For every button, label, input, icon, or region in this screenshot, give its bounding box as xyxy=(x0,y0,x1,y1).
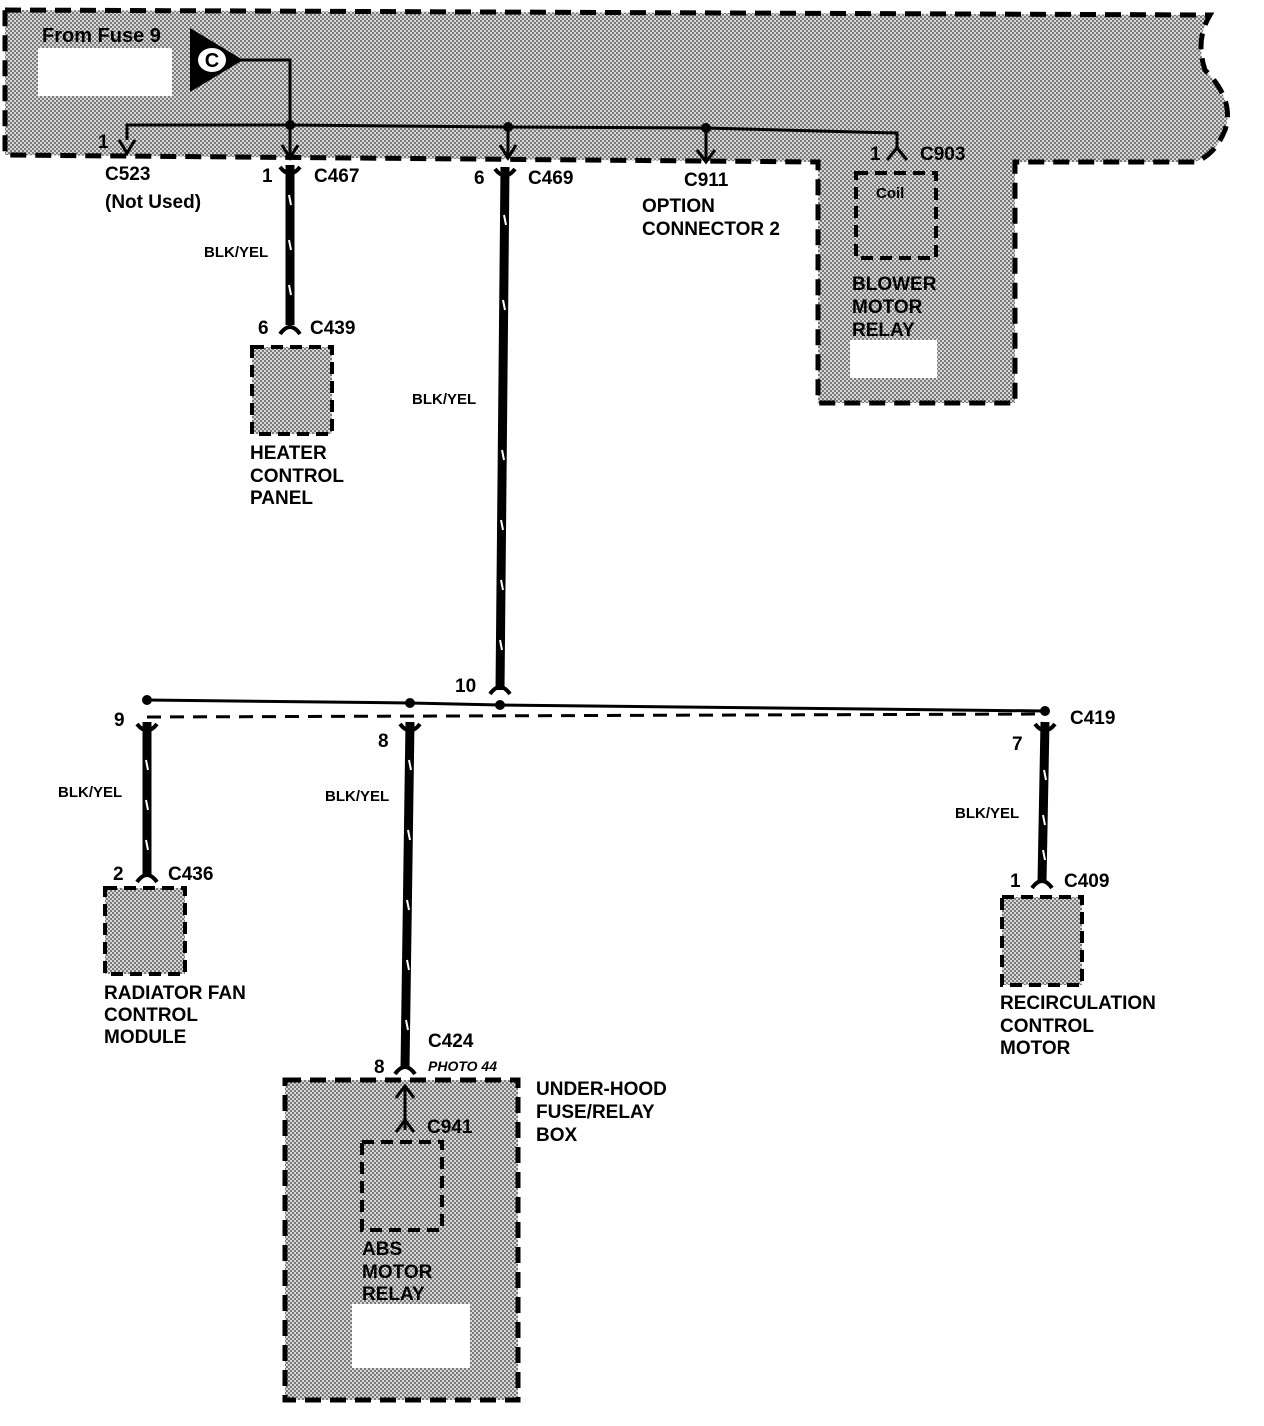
recirc-line3: MOTOR xyxy=(1000,1038,1071,1059)
fuse-source-label: From Fuse 9 xyxy=(42,25,161,47)
c523-id: C523 xyxy=(105,164,150,185)
trunk-top-term xyxy=(493,167,517,178)
heater-line3: PANEL xyxy=(250,488,313,509)
abs-conn-id: C941 xyxy=(427,1117,473,1138)
splice-pin-mid: 8 xyxy=(378,731,389,752)
splice-dots xyxy=(142,695,1050,716)
wire-heater-stripes xyxy=(288,194,292,296)
recirc-line2: CONTROL xyxy=(1000,1016,1094,1037)
recirc-line1: RECIRCULATION xyxy=(1000,993,1156,1014)
heater-pin: 6 xyxy=(258,318,269,339)
coil-label: Coil xyxy=(876,185,904,202)
recirc-conn-id: C409 xyxy=(1064,871,1109,892)
blower-relay-line3: RELAY xyxy=(852,320,915,341)
relay-label-blank xyxy=(850,340,937,378)
radiator-top-term xyxy=(135,722,159,733)
heater-wire-color: BLK/YEL xyxy=(204,244,268,261)
c469-pin: 6 xyxy=(474,168,485,189)
recirc-wire-color: BLK/YEL xyxy=(955,805,1019,822)
abs-line3: RELAY xyxy=(362,1284,425,1305)
splice-bus-dashed xyxy=(146,712,1046,719)
c911-line1: OPTION xyxy=(642,196,715,217)
radiator-bot-term xyxy=(135,873,159,884)
wire-underhood xyxy=(400,721,415,1069)
recirc-pin: 1 xyxy=(1010,871,1021,892)
abs-motor-relay-box xyxy=(360,1140,444,1232)
c911-line2: CONNECTOR 2 xyxy=(642,219,780,240)
trunk-wire-color: BLK/YEL xyxy=(412,391,476,408)
blower-relay-line1: BLOWER xyxy=(852,274,937,295)
radiator-pin: 2 xyxy=(113,864,124,885)
radiator-line1: RADIATOR FAN xyxy=(104,983,246,1004)
underhood-wire-color: BLK/YEL xyxy=(325,788,389,805)
c469-id: C469 xyxy=(528,168,573,189)
top-fuse-box xyxy=(2,7,1230,406)
recirc-top-term xyxy=(1033,722,1057,733)
wire-main-stripes xyxy=(499,214,507,651)
radiator-conn-id: C436 xyxy=(168,864,213,885)
underhood-pin: 8 xyxy=(374,1057,385,1078)
heater-top-term xyxy=(278,165,302,176)
coil-box xyxy=(854,171,938,260)
heater-line1: HEATER xyxy=(250,443,327,464)
splice-pin-left: 9 xyxy=(114,710,125,731)
recirc-bot-term xyxy=(1030,879,1054,890)
abs-line1: ABS xyxy=(362,1239,402,1260)
abs-line2: MOTOR xyxy=(362,1262,433,1283)
blower-relay-line2: MOTOR xyxy=(852,297,923,318)
underhood-line1: UNDER-HOOD xyxy=(536,1079,667,1100)
radiator-wire-color: BLK/YEL xyxy=(58,784,122,801)
abs-feed-arrow-bot xyxy=(394,1117,416,1133)
underhood-conn-id: C424 xyxy=(428,1031,474,1052)
c523-note: (Not Used) xyxy=(105,192,201,213)
splice-pin-in: 10 xyxy=(455,676,476,697)
abs-feed-arrow-top xyxy=(394,1083,416,1099)
heater-conn-id: C439 xyxy=(310,318,355,339)
heater-bot-term xyxy=(278,325,302,336)
source-connector-letter-bg xyxy=(198,48,226,72)
radiator-line3: MODULE xyxy=(104,1027,186,1048)
c903-pin: 1 xyxy=(870,144,881,165)
radiator-fan-module-box xyxy=(103,886,187,976)
radiator-line2: CONTROL xyxy=(104,1005,198,1026)
wire-recirc xyxy=(1037,721,1050,883)
heater-control-panel-box xyxy=(250,345,334,436)
heater-line2: CONTROL xyxy=(250,466,344,487)
wire-recirc-stripes xyxy=(1042,769,1047,861)
wire-radiator-stripes xyxy=(145,759,149,851)
splice-conn-id: C419 xyxy=(1070,708,1115,729)
trunk-bot-term xyxy=(488,685,512,696)
bus-splice-dots xyxy=(285,120,711,133)
wire-main-trunk xyxy=(495,166,510,691)
source-connector-letter: C xyxy=(205,50,219,72)
underhood-bot-term xyxy=(393,1065,417,1076)
c911-id: C911 xyxy=(684,170,729,191)
c467-id: C467 xyxy=(314,166,359,187)
c523-pin: 1 xyxy=(98,132,109,153)
underhood-line3: BOX xyxy=(536,1125,578,1146)
fuse-label-blank xyxy=(38,48,172,96)
underhood-top-term xyxy=(398,722,422,733)
wire-underhood-stripes xyxy=(405,759,412,1031)
underhood-photo: PHOTO 44 xyxy=(428,1058,497,1074)
c903-id: C903 xyxy=(920,144,965,165)
c467-pin: 1 xyxy=(262,166,273,187)
splice-pin-right: 7 xyxy=(1012,734,1023,755)
underhood-line2: FUSE/RELAY xyxy=(536,1102,655,1123)
splice-bus-top xyxy=(146,698,1046,713)
connector-arrows-top xyxy=(117,139,909,165)
recirc-motor-box xyxy=(1000,895,1084,987)
underhood-label-blank xyxy=(352,1304,470,1368)
